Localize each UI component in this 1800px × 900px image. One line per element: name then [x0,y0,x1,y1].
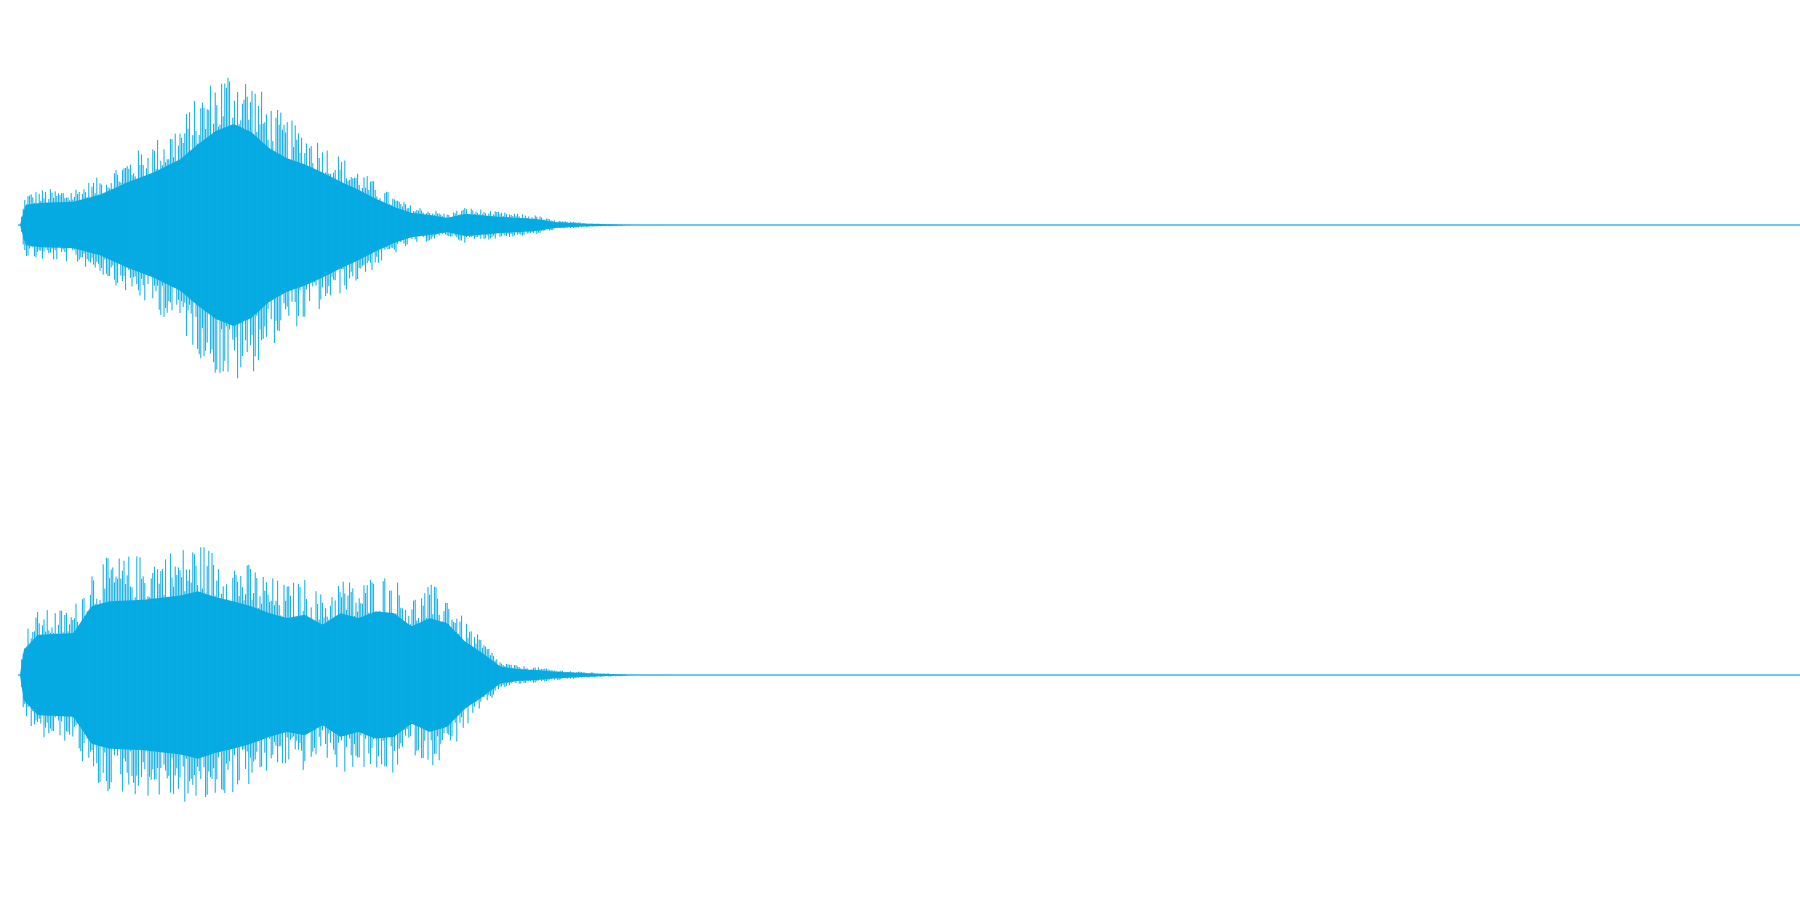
channel-2-waveform [18,547,1800,802]
channel-1-waveform [18,77,1800,379]
